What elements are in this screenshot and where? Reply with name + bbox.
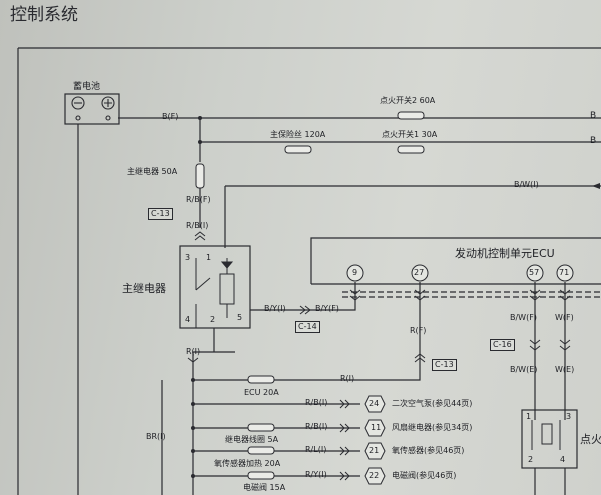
connector-c13-a: C-13 (148, 208, 173, 220)
wire-rbi-b: R/B(I) (305, 422, 328, 431)
wire-ri-main: R(I) (186, 347, 201, 356)
relay-pin-4: 4 (185, 315, 191, 324)
ign-relay-pin-4: 4 (560, 455, 566, 464)
output-desc-11: 风扇继电器(参见34页) (392, 423, 473, 432)
wire-rbf: R/B(F) (186, 195, 211, 204)
wire-bwi: B/W(I) (514, 180, 539, 189)
fuse-ign2: 点火开关2 60A (380, 96, 436, 105)
output-pin-24: 24 (369, 399, 380, 408)
wire-wf: W(F) (555, 313, 574, 322)
wire-rf: R(F) (410, 326, 427, 335)
wire-we: W(E) (555, 365, 575, 374)
connector-c14: C-14 (295, 321, 320, 333)
ecu-pin-9: 9 (352, 268, 358, 277)
fuse-solenoid: 电磁阀 15A (243, 483, 286, 492)
fuse-relay-coil: 继电器线圈 5A (225, 435, 279, 444)
battery-label: 蓄电池 (73, 82, 101, 92)
output-pin-21: 21 (369, 446, 380, 455)
ign-relay-label: 点火 (580, 433, 601, 446)
wire-br-i: BR(I) (146, 432, 166, 441)
fuse-main-relay: 主继电器 50A (127, 167, 178, 176)
wire-ri-ecu: R(I) (340, 374, 355, 383)
ecu-label: 发动机控制单元ECU (455, 247, 555, 260)
wire-bf: B(F) (162, 112, 179, 121)
wire-byi-a: B/Y(I) (264, 304, 286, 313)
ign-relay-pin-1: 1 (526, 412, 532, 421)
wire-bwf: B/W(F) (510, 313, 537, 322)
output-pin-11: 11 (371, 423, 382, 432)
ign-relay-pin-2: 2 (528, 455, 534, 464)
ecu-pin-71: 71 (559, 268, 570, 277)
connector-c13-b: C-13 (432, 359, 457, 371)
wire-bwe: B/W(E) (510, 365, 538, 374)
fuse-ign1: 点火开关1 30A (382, 130, 438, 139)
relay-pin-3: 3 (185, 253, 191, 262)
output-desc-24: 二次空气泵(参见44页) (392, 399, 473, 408)
ecu-pin-57: 57 (529, 268, 540, 277)
relay-pin-5: 5 (237, 313, 243, 322)
fuse-o2-heater: 氧传感器加热 20A (214, 459, 281, 468)
output-desc-21: 氧传感器(参见46页) (392, 446, 465, 455)
wire-rbi-a: R/B(I) (305, 398, 328, 407)
connector-c16: C-16 (490, 339, 515, 351)
wire-ryi: R/Y(I) (305, 470, 327, 479)
ign-relay-pin-3: 3 (566, 412, 572, 421)
wire-byi-b: B/Y(F) (315, 304, 339, 313)
ecu-pin-27: 27 (414, 268, 425, 277)
wire-rbi: R/B(I) (186, 221, 209, 230)
page-title: 控制系统 (10, 5, 78, 25)
right-edge-b1: B (590, 111, 597, 121)
output-desc-22: 电磁阀(参见46页) (392, 471, 457, 480)
relay-pin-1: 1 (206, 253, 212, 262)
fuse-ecu: ECU 20A (244, 388, 279, 397)
main-relay-label: 主继电器 (122, 282, 166, 295)
wire-rli: R/L(I) (305, 445, 327, 454)
output-pin-22: 22 (369, 471, 380, 480)
fuse-main: 主保险丝 120A (270, 130, 326, 139)
relay-pin-2: 2 (210, 315, 216, 324)
right-edge-b2: B (590, 136, 597, 146)
